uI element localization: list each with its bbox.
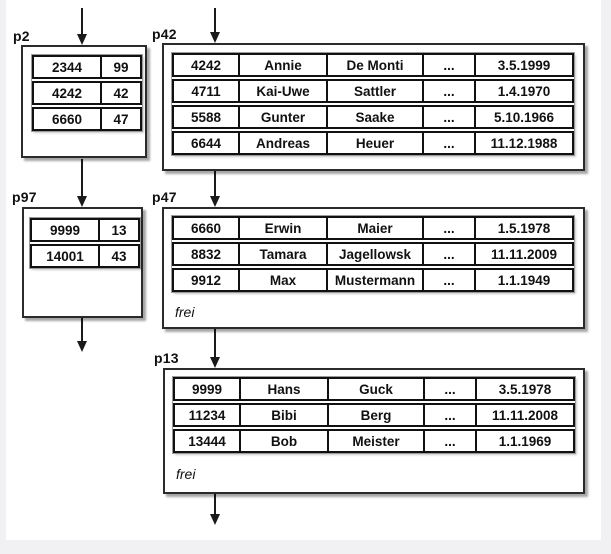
free-space-label-p47: frei [175, 304, 195, 320]
table-row: 9912 Max Mustermann ... 1.1.1949 [172, 268, 574, 292]
table-cell: 1.1.1969 [475, 431, 573, 451]
table-row: 14001 43 [30, 244, 140, 268]
table-cell: Meister [327, 431, 423, 451]
table-cell: 5.10.1966 [474, 107, 572, 127]
table-cell: 6660 [190, 220, 222, 236]
table-cell: 99 [100, 57, 140, 77]
table-cell: 6644 [190, 135, 222, 151]
table-row: 4242 42 [32, 81, 142, 105]
page-label-p42: p42 [152, 26, 177, 42]
table-cell: 47 [100, 109, 140, 129]
table-cell: 11.11.2008 [475, 405, 573, 425]
table-row: 4711 Kai-Uwe Sattler ... 1.4.1970 [172, 79, 574, 103]
table-cell: Kai-Uwe [238, 81, 326, 101]
table-cell: 1.5.1978 [474, 218, 572, 238]
table-cell: ... [423, 431, 475, 451]
page-label-p97: p97 [12, 189, 37, 205]
table-row: 9999 Hans Guck ... 3.5.1978 [173, 377, 575, 401]
table-cell: ... [422, 218, 474, 238]
table-cell: ... [422, 244, 474, 264]
table-cell: 14001 [46, 248, 84, 264]
table-cell: ... [422, 270, 474, 290]
table-cell: ... [423, 379, 475, 399]
table-row: 6660 47 [32, 107, 142, 131]
table-cell: ... [422, 55, 474, 75]
table-cell: Andreas [238, 133, 326, 153]
arrow-p47-to-p13 [210, 329, 220, 368]
arrow-into-p42 [210, 8, 220, 43]
table-cell: Jagellowsk [326, 244, 422, 264]
table-cell: 9999 [191, 381, 223, 397]
table-cell: Bibi [239, 405, 327, 425]
table-cell: 1.4.1970 [474, 81, 572, 101]
table-row: 2344 99 [32, 55, 142, 79]
table-cell: Bob [239, 431, 327, 451]
table-cell: Erwin [238, 218, 326, 238]
record-table-p2: 2344 99 4242 42 6660 47 [31, 54, 143, 132]
table-cell: 1.1.1949 [474, 270, 572, 290]
table-cell: ... [422, 81, 474, 101]
table-cell: Tamara [238, 244, 326, 264]
table-row: 6660 Erwin Maier ... 1.5.1978 [172, 216, 574, 240]
table-cell: 11.12.1988 [474, 133, 572, 153]
table-row: 11234 Bibi Berg ... 11.11.2008 [173, 403, 575, 427]
table-cell: ... [423, 405, 475, 425]
page-label-p13: p13 [154, 350, 179, 366]
table-cell: 3.5.1999 [474, 55, 572, 75]
table-cell: Hans [239, 379, 327, 399]
table-cell: 5588 [190, 109, 222, 125]
table-cell: 4711 [191, 83, 221, 99]
table-cell: 11234 [188, 407, 226, 423]
record-table-p47: 6660 Erwin Maier ... 1.5.1978 8832 Tamar… [171, 215, 575, 293]
table-row: 6644 Andreas Heuer ... 11.12.1988 [172, 131, 574, 155]
table-cell: 11.11.2009 [474, 244, 572, 264]
table-cell: 6660 [51, 111, 83, 127]
table-cell: Mustermann [326, 270, 422, 290]
table-cell: 43 [98, 246, 138, 266]
arrow-out-of-p13 [210, 494, 220, 525]
record-table-p97: 9999 13 14001 43 [29, 217, 141, 269]
table-row: 5588 Gunter Saake ... 5.10.1966 [172, 105, 574, 129]
arrow-out-of-p97 [77, 318, 87, 352]
page-label-p2: p2 [13, 28, 30, 44]
table-cell: Sattler [326, 81, 422, 101]
table-cell: Gunter [238, 107, 326, 127]
arrow-p42-to-p47 [210, 171, 220, 207]
arrow-p2-to-p97 [77, 159, 87, 207]
table-cell: 42 [100, 83, 140, 103]
table-cell: 8832 [190, 246, 222, 262]
table-cell: Berg [327, 405, 423, 425]
table-cell: 9912 [190, 272, 222, 288]
table-cell: Saake [326, 107, 422, 127]
page-label-p47: p47 [152, 189, 177, 205]
table-cell: 13444 [188, 433, 226, 449]
table-cell: De Monti [326, 55, 422, 75]
table-cell: 3.5.1978 [475, 379, 573, 399]
record-table-p13: 9999 Hans Guck ... 3.5.1978 11234 Bibi B… [172, 376, 576, 454]
table-row: 13444 Bob Meister ... 1.1.1969 [173, 429, 575, 453]
table-cell: Heuer [326, 133, 422, 153]
table-row: 4242 Annie De Monti ... 3.5.1999 [172, 53, 574, 77]
table-cell: Annie [238, 55, 326, 75]
arrow-into-p2 [77, 8, 87, 45]
free-space-label-p13: frei [176, 466, 196, 482]
table-cell: 4242 [51, 85, 83, 101]
table-cell: 4242 [190, 57, 222, 73]
table-row: 8832 Tamara Jagellowsk ... 11.11.2009 [172, 242, 574, 266]
table-cell: ... [422, 107, 474, 127]
table-cell: Guck [327, 379, 423, 399]
table-cell: Maier [326, 218, 422, 238]
table-cell: 9999 [49, 222, 81, 238]
table-cell: ... [422, 133, 474, 153]
record-table-p42: 4242 Annie De Monti ... 3.5.1999 4711 Ka… [171, 52, 575, 156]
table-cell: 2344 [51, 59, 83, 75]
table-row: 9999 13 [30, 218, 140, 242]
table-cell: Max [238, 270, 326, 290]
table-cell: 13 [98, 220, 138, 240]
